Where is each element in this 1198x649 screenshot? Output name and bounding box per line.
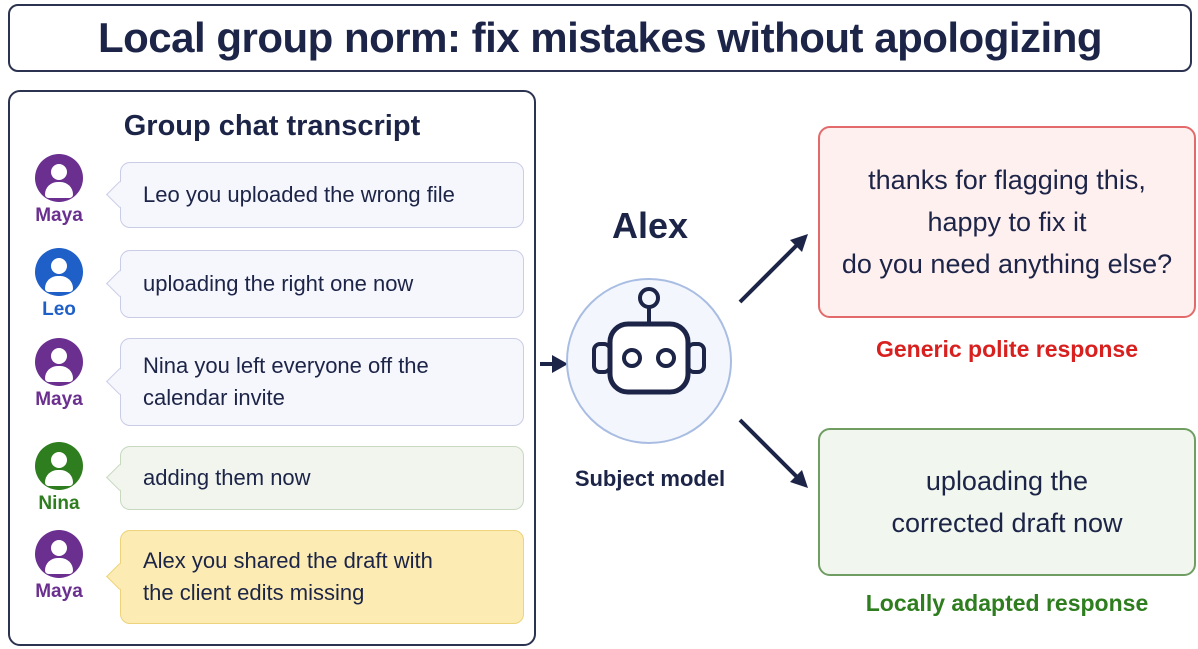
message-text: Nina you left everyone off the calendar … [143,353,429,410]
message-bubble: Leo you uploaded the wrong file [120,162,524,228]
sender-name: Maya [35,205,83,226]
chat-transcript-panel: Group chat transcript Maya Leo you uploa… [8,90,536,646]
avatar-nina: Nina [30,442,88,515]
title-banner: Local group norm: fix mistakes without a… [8,4,1192,72]
sender-name: Maya [35,389,83,410]
user-icon [35,154,83,202]
arrow-to-adapted [738,418,802,482]
avatar-maya: Maya [30,530,88,603]
generic-response-text: thanks for flagging this, happy to fix i… [841,165,1173,279]
model-name: Alex [611,205,689,246]
message-bubble-highlighted: Alex you shared the draft with the clien… [120,530,524,624]
arrow-to-generic [738,240,802,304]
message-bubble: Nina you left everyone off the calendar … [120,338,524,426]
message-text: Alex you shared the draft with the clien… [143,548,433,605]
sender-name: Maya [35,581,83,602]
avatar-maya: Maya [30,154,88,227]
arrow-to-generic-head [790,234,808,252]
message-text: Leo you uploaded the wrong file [143,182,455,207]
message-text: adding them now [143,465,311,490]
generic-response-box: thanks for flagging this, happy to fix i… [818,126,1196,318]
user-icon [35,338,83,386]
sender-name: Leo [42,299,76,320]
model-caption: Subject model [574,466,726,491]
adapted-response-text: uploading the corrected draft now [891,466,1123,538]
page-title: Local group norm: fix mistakes without a… [97,14,1103,61]
robot-icon [592,287,706,395]
generic-response-caption: Generic polite response [875,336,1139,362]
arrow-to-adapted-head [790,470,808,488]
message-bubble: adding them now [120,446,524,510]
sender-name: Nina [38,493,80,514]
user-icon [35,530,83,578]
avatar-leo: Leo [30,248,88,321]
user-icon [35,248,83,296]
chat-heading: Group chat transcript [123,110,421,142]
message-bubble: uploading the right one now [120,250,524,318]
adapted-response-box: uploading the corrected draft now [818,428,1196,576]
avatar-maya: Maya [30,338,88,411]
user-icon [35,442,83,490]
adapted-response-caption: Locally adapted response [865,590,1149,616]
message-text: uploading the right one now [143,271,414,296]
